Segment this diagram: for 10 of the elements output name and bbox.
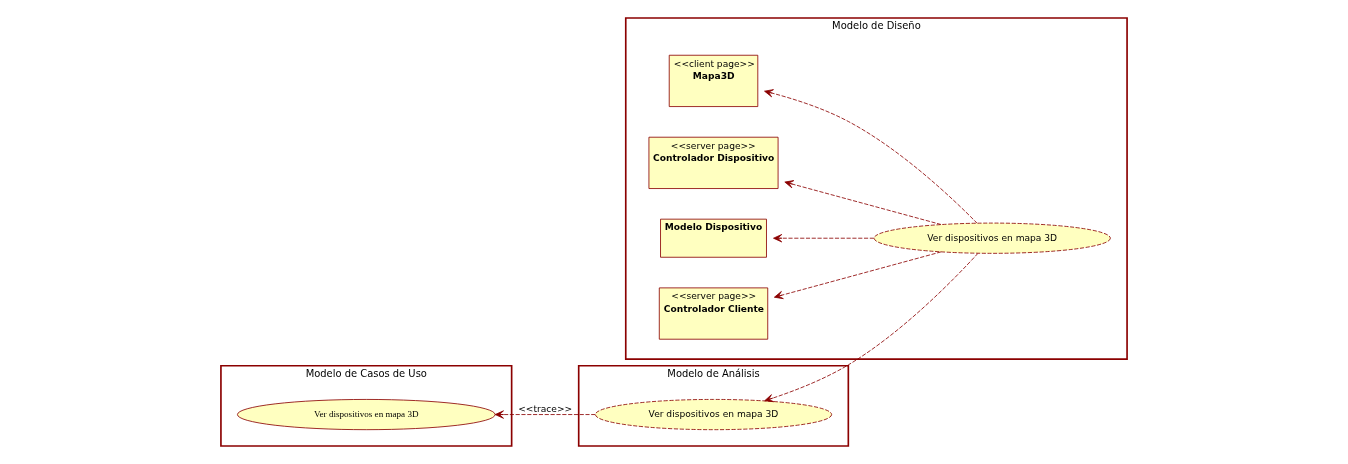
- arrow: [764, 253, 979, 403]
- arrow: [764, 89, 978, 224]
- edge-label: <<trace>>: [518, 403, 573, 414]
- arrow: [784, 180, 942, 225]
- arrow: [773, 251, 942, 300]
- node-ellipse: Ver dispositivos en mapa 3D: [237, 399, 496, 431]
- node-ellipse: Ver dispositivos en mapa 3D: [873, 222, 1111, 254]
- arrow: [494, 410, 596, 419]
- node-ellipse: Ver dispositivos en mapa 3D: [594, 399, 833, 431]
- arrow: [773, 234, 875, 243]
